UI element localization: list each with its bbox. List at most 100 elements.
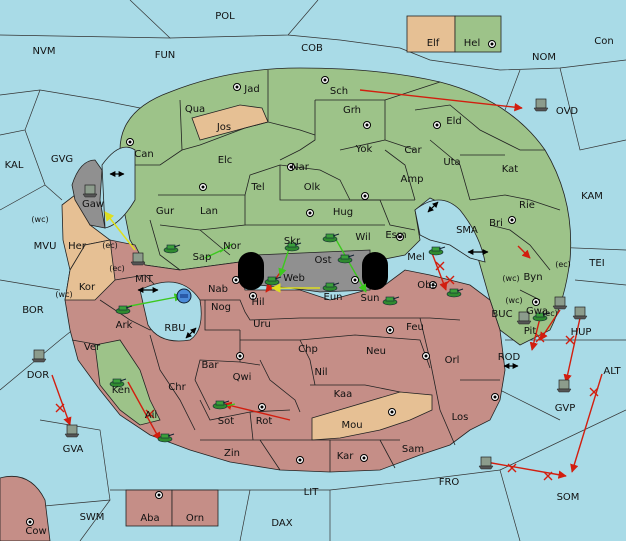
double-arrows xyxy=(109,171,519,369)
province-label: Her xyxy=(68,241,87,252)
province-label: Nab xyxy=(208,284,228,295)
province-label: Mel xyxy=(407,252,425,263)
sea-label: RBU xyxy=(164,323,185,334)
sea-label: DOR xyxy=(27,370,50,381)
gor-inlet xyxy=(101,146,136,229)
sea-label: BOR xyxy=(22,305,44,316)
province-label: Kar xyxy=(337,451,355,462)
province-label: Hug xyxy=(333,207,353,218)
province-label: Kor xyxy=(79,282,96,293)
northern-borders xyxy=(125,70,561,301)
province-label: Eld xyxy=(446,116,461,127)
province-label: Sun xyxy=(360,293,379,304)
province-label: Lan xyxy=(200,206,218,217)
sea-label: ROD xyxy=(498,352,521,363)
sea-label: BUC xyxy=(491,309,512,320)
coast-marker: (wc) xyxy=(502,274,519,283)
province-label: Chp xyxy=(298,344,318,355)
sea-label: GVP xyxy=(555,403,576,414)
sea-label: LIT xyxy=(304,487,320,498)
fleet-icon[interactable] xyxy=(82,184,98,198)
coast-marker: (wc) xyxy=(505,296,522,305)
province-label: Nog xyxy=(211,302,231,313)
province-label: Elc xyxy=(218,155,233,166)
province-label: Rot xyxy=(256,416,273,427)
province-label: Qwi xyxy=(233,372,252,383)
fleet-icon[interactable] xyxy=(64,424,80,438)
province-label: Ken xyxy=(112,385,131,396)
fleet-icon[interactable] xyxy=(31,349,47,363)
province-label: Olk xyxy=(304,182,321,193)
province-label: Wil xyxy=(355,232,370,243)
fleet-icon[interactable] xyxy=(552,296,568,310)
sea-label: MIT xyxy=(135,274,154,285)
province-label: Ost xyxy=(314,255,331,266)
province-label: Ark xyxy=(116,320,133,331)
province-label: Web xyxy=(283,273,305,284)
province-label: Byn xyxy=(523,272,542,283)
province-label: Sap xyxy=(193,252,212,263)
sea-label: MVU xyxy=(34,241,57,252)
dislodged-unit-icon[interactable] xyxy=(176,288,192,304)
coast-marker: (ec) xyxy=(542,309,558,318)
province-label: Jos xyxy=(216,122,231,133)
province-label: Uru xyxy=(253,319,271,330)
province-label: Qua xyxy=(185,104,205,115)
sea-label: GVG xyxy=(51,154,73,165)
coast-marker: (ec) xyxy=(109,264,125,273)
sea-label: NVM xyxy=(33,46,56,57)
fleet-icon[interactable] xyxy=(130,252,146,266)
province-label: Eun xyxy=(324,292,343,303)
province-label: Nil xyxy=(314,367,327,378)
province-label: Ver xyxy=(84,342,101,353)
province-label: Bar xyxy=(201,360,219,371)
province-label: Tel xyxy=(250,182,264,193)
units-layer xyxy=(31,98,588,470)
supply-centres xyxy=(26,40,540,526)
sea-label: KAL xyxy=(5,160,24,171)
sea-label: FRO xyxy=(439,477,460,488)
province-label: Esm xyxy=(385,230,406,241)
sea-label: HUP xyxy=(571,327,592,338)
coast-marker: (ec) xyxy=(555,260,571,269)
fleet-icon[interactable] xyxy=(572,306,588,320)
strait-cap-east xyxy=(362,252,388,290)
province-label: Nar xyxy=(291,162,310,173)
province-mou[interactable] xyxy=(311,391,433,441)
province-label: Jad xyxy=(243,84,259,95)
province-label: Amp xyxy=(401,174,424,185)
province-grey-strait[interactable] xyxy=(254,249,371,293)
province-label: Feu xyxy=(406,322,424,333)
province-label: Sot xyxy=(218,416,234,427)
province-orn[interactable] xyxy=(171,489,219,527)
province-label: Zin xyxy=(224,448,240,459)
sea-label: KAM xyxy=(581,191,603,202)
province-label: Aba xyxy=(140,513,159,524)
sea-label: SWM xyxy=(80,512,105,523)
province-label: Kaa xyxy=(334,389,353,400)
province-label: Grh xyxy=(343,105,361,116)
sea-label: NOM xyxy=(532,52,556,63)
fleet-icon[interactable] xyxy=(478,456,494,470)
sea-label: SOM xyxy=(557,492,580,503)
province-label: Orn xyxy=(186,513,204,524)
sea-label: TEI xyxy=(588,258,604,269)
sea-label: OVD xyxy=(556,106,579,117)
province-label: Hil xyxy=(251,297,264,308)
province-cow[interactable] xyxy=(0,475,51,541)
sea-label: FUN xyxy=(155,50,176,61)
province-label: Can xyxy=(134,149,153,160)
province-label: Orl xyxy=(445,355,460,366)
province-label: Hel xyxy=(464,38,480,49)
sea-label: Cow xyxy=(25,526,46,537)
fleet-icon[interactable] xyxy=(556,379,572,393)
fleet-icon[interactable] xyxy=(533,98,549,112)
province-label: Uta xyxy=(443,157,460,168)
coast-marker: (wc) xyxy=(31,215,48,224)
province-label: Gaw xyxy=(82,199,104,210)
province-label: Kat xyxy=(502,164,519,175)
province-label: Skr xyxy=(284,236,301,247)
sea-label: DAX xyxy=(271,518,292,529)
